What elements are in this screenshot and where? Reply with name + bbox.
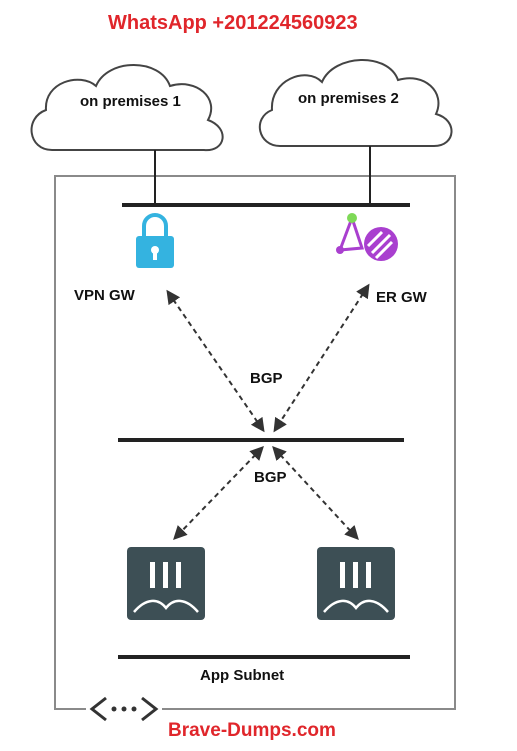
cloud-on-premises-2 <box>258 59 453 147</box>
bgp-arrow-vpn <box>166 289 265 433</box>
bgp-arrow-er <box>273 283 370 433</box>
nva-appliance-icon <box>127 547 205 620</box>
nva-appliance-icon <box>317 547 395 620</box>
watermark-footer: Brave-Dumps.com <box>168 720 336 741</box>
cloud-label-on-premises-2: on premises 2 <box>298 90 399 107</box>
vnet-boundary <box>54 175 456 710</box>
bgp-label-upper: BGP <box>250 370 283 387</box>
bgp-label-lower: BGP <box>254 469 287 486</box>
bgp-arrow-nva-2 <box>272 445 359 541</box>
app-subnet-label: App Subnet <box>200 667 285 684</box>
watermark-header: WhatsApp +201224560923 <box>108 12 358 34</box>
cloud-on-premises-1 <box>30 64 224 152</box>
cloud-label-on-premises-1: on premises 1 <box>80 93 181 110</box>
vpn-gw-label: VPN GW <box>74 287 135 304</box>
vnet-ellipsis-icon <box>86 693 162 725</box>
er-gw-label: ER GW <box>376 289 427 306</box>
lock-icon <box>136 213 174 268</box>
expressroute-icon <box>336 213 398 261</box>
bgp-arrow-nva-1 <box>173 445 264 541</box>
